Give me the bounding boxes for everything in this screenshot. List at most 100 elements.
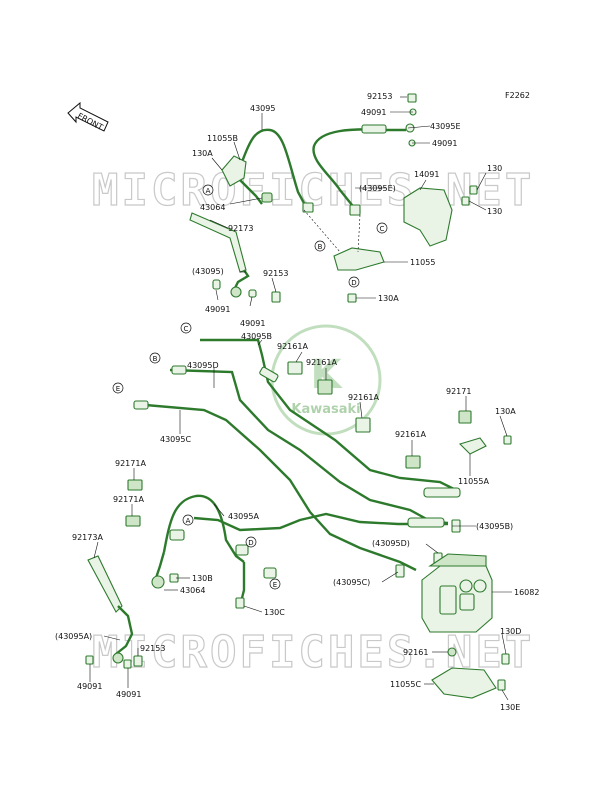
label-49091: 49091: [432, 139, 457, 148]
fitting-43095c: [133, 400, 149, 410]
hose-clamp: [302, 202, 314, 213]
callout-a-low: A: [182, 514, 194, 526]
bracket-11055: [333, 247, 385, 271]
callout-e-low: E: [269, 578, 281, 590]
clip-92171a-2: [125, 515, 141, 527]
label-11055: 11055: [410, 258, 435, 267]
label-92153: 92153: [140, 644, 165, 653]
label-92173a: 92173A: [72, 533, 103, 542]
label-130: 130: [487, 164, 502, 173]
label-43095: 43095: [250, 104, 275, 113]
svg-text:A: A: [186, 517, 191, 525]
label-43095c: 43095C: [160, 435, 191, 444]
bracket-11055b: [221, 155, 247, 187]
clip-92161a-1: [287, 361, 303, 375]
bolt-92153: [271, 291, 281, 303]
label-49091: 49091: [361, 108, 386, 117]
label-49091: 49091: [205, 305, 230, 314]
clip-92171a-1: [127, 479, 143, 491]
svg-text:E: E: [116, 385, 120, 393]
leader-lines: [89, 96, 512, 701]
label-130a: 130A: [378, 294, 399, 303]
label-130a: 130A: [495, 407, 516, 416]
clip-92171: [458, 410, 472, 424]
label-43095-paren: (43095): [192, 267, 224, 276]
svg-text:B: B: [318, 243, 323, 251]
label-14091: 14091: [414, 170, 439, 179]
label-92161a: 92161A: [395, 430, 426, 439]
label-11055a: 11055A: [458, 477, 489, 486]
label-130b: 130B: [192, 574, 213, 583]
hose-43095a: [162, 494, 245, 563]
figure-code: F2262: [505, 91, 530, 100]
hose-43095c: [133, 402, 417, 572]
callout-d-low: D: [245, 536, 257, 548]
label-130d: 130D: [500, 627, 521, 636]
label-43095e: 43095E: [430, 122, 461, 131]
label-49091: 49091: [240, 319, 265, 328]
hose-43095: [240, 128, 307, 206]
label-43095b: 43095B: [241, 332, 272, 341]
label-92153: 92153: [367, 92, 392, 101]
label-92171a: 92171A: [115, 459, 146, 468]
label-43095d-paren: (43095D): [372, 539, 410, 548]
label-92161a: 92161A: [277, 342, 308, 351]
clip-92161a-3: [355, 417, 371, 433]
bracket-92173: [189, 212, 247, 273]
label-92171: 92171: [446, 387, 471, 396]
cover-14091: [403, 187, 453, 247]
label-43064: 43064: [180, 586, 205, 595]
callout-c-top: C: [376, 222, 388, 234]
hose-43095e: [312, 128, 387, 213]
label-92171a: 92171A: [113, 495, 144, 504]
clip-92161a-2: [317, 379, 333, 395]
bracket-11055a: [458, 437, 487, 455]
svg-text:A: A: [206, 187, 211, 195]
label-11055b: 11055B: [207, 134, 238, 143]
svg-text:E: E: [273, 581, 277, 589]
svg-text:D: D: [248, 539, 253, 547]
label-92161a: 92161A: [348, 393, 379, 402]
label-130c: 130C: [264, 608, 285, 617]
banjo-fitting-a: [230, 286, 242, 298]
label-130a: 130A: [192, 149, 213, 158]
label-92173: 92173: [228, 224, 253, 233]
label-16082: 16082: [514, 588, 539, 597]
svg-text:C: C: [380, 225, 385, 233]
label-43095c-paren: (43095C): [333, 578, 370, 587]
hose-43095d: [169, 368, 449, 525]
abs-unit-16082: [421, 553, 493, 633]
logo-text: Kawasaki: [291, 402, 360, 417]
fitting-43095d: [171, 365, 187, 375]
callout-b-mid: B: [149, 352, 161, 364]
label-49091: 49091: [116, 690, 141, 699]
clip-92161a-4: [405, 455, 421, 469]
callout-c-mid: C: [180, 322, 192, 334]
label-130e: 130E: [500, 703, 520, 712]
damper-92161: [447, 647, 457, 657]
bolt-92153-top: [407, 93, 417, 103]
part-labels: 43095 11055B 130A 43064 92173 (43095) 92…: [55, 92, 539, 712]
label-92161: 92161: [403, 648, 428, 657]
label-49091: 49091: [77, 682, 102, 691]
label-43095a-paren: (43095A): [55, 632, 92, 641]
label-92161a: 92161A: [306, 358, 337, 367]
bracket-92173a: [87, 555, 123, 613]
svg-text:B: B: [153, 355, 158, 363]
front-arrow-icon: FRONT: [67, 101, 109, 132]
fitting-43064-low: [151, 575, 165, 589]
callout-e-mid: E: [112, 382, 124, 394]
label-43095a: 43095A: [228, 512, 259, 521]
bracket-11055c: [431, 667, 497, 699]
label-130: 130: [487, 207, 502, 216]
label-43095b-paren: (43095B): [476, 522, 513, 531]
label-43095e-paren: (43095E): [359, 184, 396, 193]
fitting-43064: [261, 192, 273, 203]
label-43095d: 43095D: [187, 361, 219, 370]
label-92153: 92153: [263, 269, 288, 278]
callout-b-top: B: [314, 240, 326, 252]
label-43064: 43064: [200, 203, 225, 212]
callout-a-top: A: [202, 184, 214, 196]
label-11055c: 11055C: [390, 680, 421, 689]
